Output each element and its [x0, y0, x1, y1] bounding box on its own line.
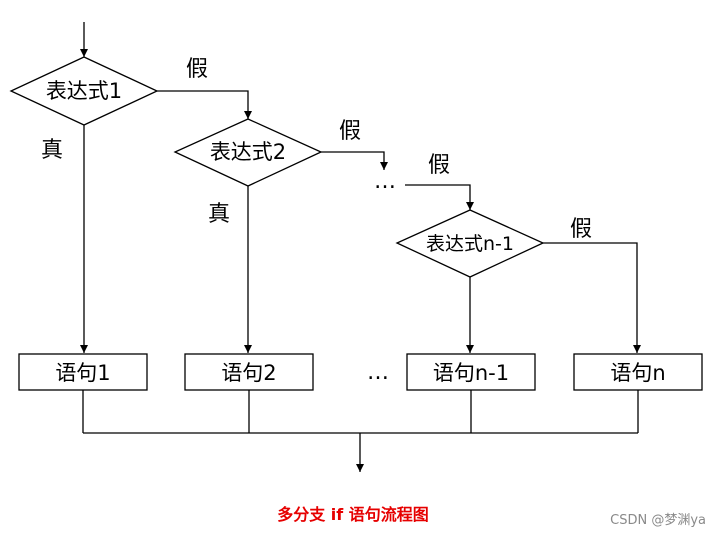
- statement-1-label: 语句1: [55, 361, 110, 385]
- decision-n-1-label: 表达式n-1: [426, 233, 514, 255]
- decision-2-label: 表达式2: [210, 140, 286, 164]
- decision-2-false-label: 假: [339, 119, 361, 144]
- statement-1-box: [18, 353, 148, 391]
- statement-2-box: [184, 353, 314, 391]
- gap-ellipsis: …: [374, 169, 396, 194]
- decision-2-false-connector: [321, 151, 388, 170]
- statement-n-label: 语句n: [610, 361, 665, 385]
- statement-n-box: [573, 353, 703, 391]
- decision-1-false-label: 假: [186, 57, 208, 82]
- statement-ellipsis: …: [367, 360, 389, 385]
- decision-1-label: 表达式1: [46, 79, 122, 103]
- statement-n-1-box: [406, 353, 536, 391]
- decision-2-true-label: 真: [208, 202, 230, 227]
- diagram-caption: 多分支 if 语句流程图: [277, 505, 429, 524]
- statement-n-1-label: 语句n-1: [433, 361, 509, 385]
- watermark: CSDN @梦渊ya: [610, 513, 706, 528]
- decision-1-true-label: 真: [41, 138, 63, 163]
- statement-2-label: 语句2: [221, 361, 276, 385]
- decision-n-1-false-label: 假: [570, 217, 592, 242]
- decision-1-false-connector: [157, 90, 252, 119]
- gap-false-connector: [405, 184, 474, 210]
- gap-false-label: 假: [428, 153, 450, 178]
- decision-n-1-false-connector: [543, 242, 641, 353]
